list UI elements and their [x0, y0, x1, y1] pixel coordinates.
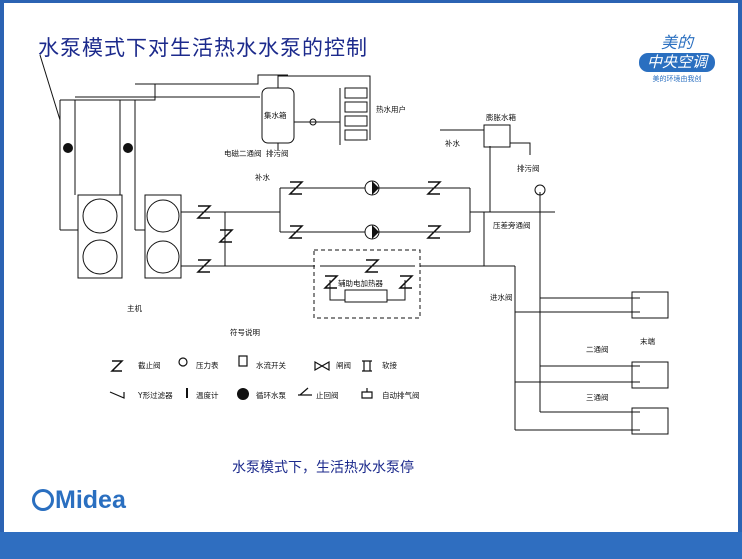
circulation-pump-icon [237, 388, 249, 400]
pipe-tank-top [277, 75, 371, 88]
fan-icon [146, 199, 180, 233]
aux-heater-box [313, 249, 421, 319]
pipe-top-b [135, 74, 288, 85]
y-strainer-icon [109, 391, 125, 399]
pipe-top-a [60, 92, 156, 101]
midea-logo: Midea [32, 486, 126, 515]
fan-icon [82, 198, 118, 234]
label-hot-water-user: 热水用户 [376, 104, 406, 114]
hot-water-user-units [344, 87, 368, 141]
legend-label: 压力表 [196, 360, 219, 370]
gate-valve-icon [314, 360, 330, 372]
slide-caption: 水泵模式下，生活热水水泵停 [232, 460, 414, 476]
check-valve-icon [298, 387, 312, 396]
label-inlet-valve: 进水阀 [490, 292, 513, 302]
label-drain-valve-tank: 排污阀 [266, 148, 289, 158]
globe-valve-icon [110, 360, 124, 372]
label-tank: 集水箱 [264, 110, 287, 120]
terminal-unit-3 [631, 407, 669, 435]
heater-element [344, 289, 388, 303]
flow-switch-icon [238, 355, 248, 367]
circulation-pump-icon [123, 143, 133, 153]
terminal-unit-2 [631, 361, 669, 389]
label-makeup-water: 补水 [445, 138, 460, 148]
tank-pump-icon [309, 118, 317, 126]
logo-line1: 美的 [660, 33, 693, 52]
legend-label: 水流开关 [256, 360, 286, 370]
legend-label: 止回阀 [316, 390, 339, 400]
circulation-pump-icon [63, 143, 73, 153]
legend-label: Y形过滤器 [137, 390, 173, 400]
globe-valves [196, 181, 442, 289]
legend-label: 温度计 [196, 390, 219, 400]
logo-line2: 中央空调 [638, 53, 715, 72]
label-two-way-valve: 二通阀 [586, 344, 609, 354]
legend-label: 截止阀 [138, 360, 161, 370]
label-terminal: 末端 [640, 336, 655, 346]
logo-slogan: 美的环境由我创 [652, 75, 702, 83]
legend-label: 软接 [382, 360, 397, 370]
label-aux-heater: 辅助电加热器 [338, 278, 383, 288]
expansion-tank [483, 124, 511, 148]
label-solenoid-valve: 电磁二通阀 [224, 148, 262, 158]
terminal-unit-1 [631, 291, 669, 319]
chiller-unit-2 [144, 194, 182, 279]
label-drain-valve: 排污阀 [517, 163, 540, 173]
title-pointer-line [39, 54, 61, 121]
label-three-way-valve: 三通阀 [586, 392, 609, 402]
label-bypass-valve: 压差旁通阀 [493, 220, 531, 230]
fan-icon [82, 239, 118, 275]
pressure-gauge-icon [178, 357, 188, 367]
legend-label: 自动排气阀 [382, 390, 420, 400]
label-makeup-water-tank: 补水 [255, 172, 270, 182]
bottom-bar [0, 532, 742, 559]
chiller-unit-1 [77, 194, 123, 279]
auto-air-vent-icon [361, 388, 373, 399]
circulation-pumps [63, 143, 380, 240]
midea-logo-icon [32, 489, 54, 511]
auto-air-vent-icon [534, 184, 546, 196]
fan-icon [146, 240, 180, 274]
label-expansion-tank: 膨胀水箱 [486, 112, 516, 122]
midea-logo-text: Midea [55, 486, 126, 514]
drain-line [510, 142, 531, 155]
slide-title: 水泵模式下对生活热水水泵的控制 [38, 36, 368, 60]
label-legend-title: 符号说明 [230, 327, 260, 337]
soft-joint-icon [362, 360, 372, 372]
legend-label: 循环水泵 [256, 390, 286, 400]
legend-label: 闸阀 [336, 361, 351, 370]
midea-central-ac-logo: 美的 中央空调 美的环境由我创 [624, 34, 730, 84]
label-main-unit: 主机 [127, 303, 142, 313]
